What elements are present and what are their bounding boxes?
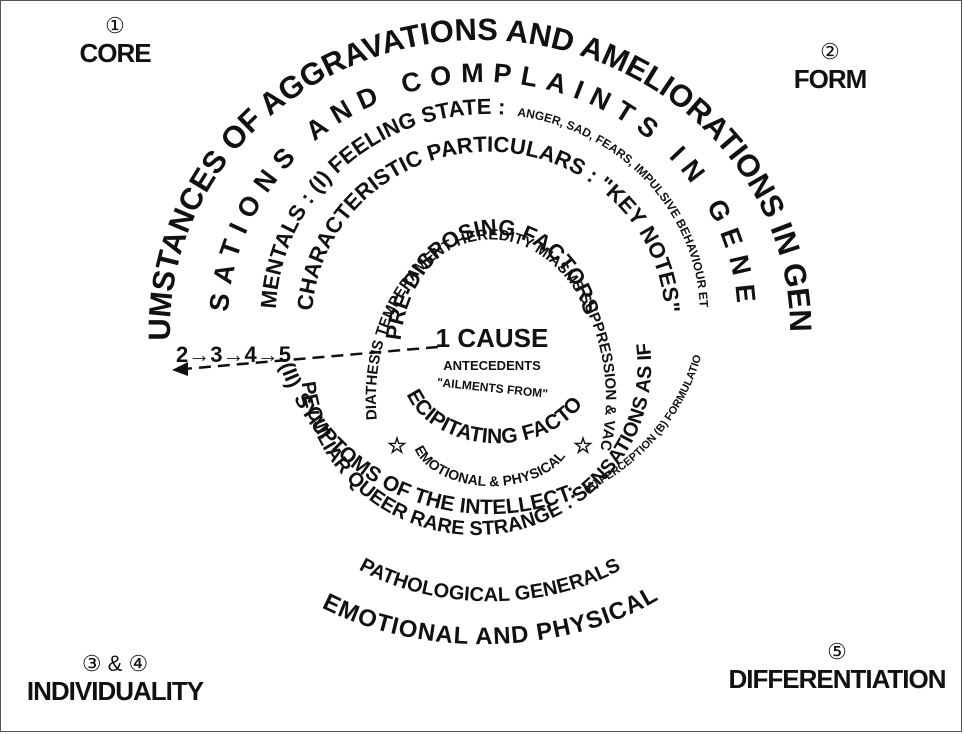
differentiation-label: DIFFERENTIATION — [728, 664, 946, 694]
arrowhead-icon — [172, 362, 188, 376]
center-cause: 1 CAUSE — [436, 323, 549, 353]
core-label: CORE — [79, 38, 151, 68]
dashed-arrow-line — [183, 345, 439, 371]
center-antecedents: ANTECEDENTS — [443, 358, 541, 373]
form-number: ② — [820, 39, 840, 64]
individuality-number: ③ & ④ — [81, 651, 149, 676]
center-ailments-from: "AILMENTS FROM" — [436, 375, 548, 401]
star-icon-right: ☆ — [573, 433, 593, 458]
corner-individuality: ③ & ④ INDIVIDUALITY — [10, 651, 220, 707]
ring-emotional-physical-small: EMOTIONAL & PHYSICAL — [412, 442, 569, 489]
corner-form: ② FORM — [780, 39, 880, 95]
star-icon-left: ☆ — [387, 433, 407, 458]
arrow-sequence-label: 2→3→4→5 — [176, 342, 291, 367]
corner-differentiation: ⑤ DIFFERENTIATION — [722, 639, 952, 695]
individuality-label: INDIVIDUALITY — [26, 676, 204, 706]
core-number: ① — [105, 13, 125, 38]
corner-core: ① CORE — [70, 13, 160, 69]
form-label: FORM — [793, 64, 868, 94]
ring-pathological-generals: PATHOLOGICAL GENERALS — [356, 554, 624, 606]
differentiation-number: ⑤ — [827, 639, 847, 664]
